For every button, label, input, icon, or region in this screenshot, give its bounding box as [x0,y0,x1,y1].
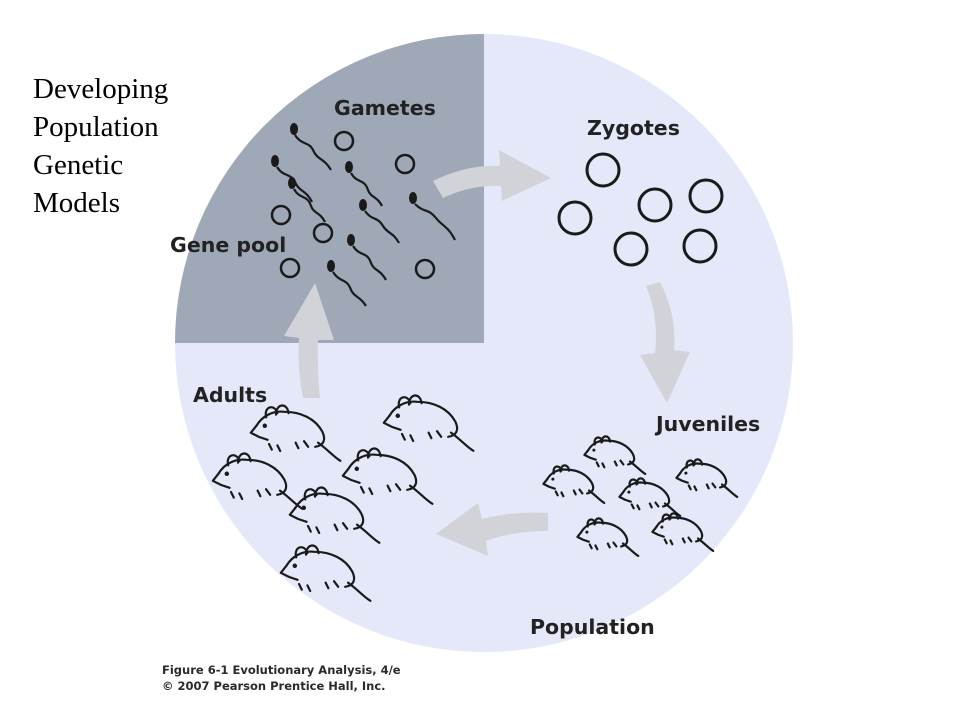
sperm [409,192,456,241]
label-population: Population [530,615,655,639]
sperm [271,155,313,203]
zygotes-group [557,152,724,267]
title-line: Models [33,187,120,219]
sperm [288,177,326,223]
egg [414,258,436,280]
zygote [688,178,724,214]
mouse [618,477,682,518]
zygote [613,231,649,267]
sperm [327,260,367,307]
title-line: Population [33,111,159,143]
zygote [585,152,621,188]
label-juveniles: Juveniles [654,412,760,436]
adults-group [211,394,475,602]
slide-title: Developing Population Genetic Models [33,70,203,222]
label-gene-pool: Gene pool [170,233,286,257]
label-zygotes: Zygotes [587,116,680,140]
mouse [279,544,372,602]
label-adults: Adults [193,383,267,407]
mouse [675,458,739,499]
juveniles-group [542,435,739,558]
caption-line: Figure 6-1 Evolutionary Analysis, 4/e [162,663,401,677]
mouse [288,486,381,544]
title-line: Genetic [33,149,124,181]
zygote [557,200,593,236]
arrow-adults-to-gene-pool [284,283,334,398]
mouse [542,464,606,505]
egg [394,153,416,175]
arrow-zygotes-to-juveniles [640,282,690,403]
sperm [359,199,400,244]
mouse [583,435,647,476]
mouse [651,512,715,553]
mouse [382,394,475,452]
mouse [341,447,434,505]
caption-line: © 2007 Pearson Prentice Hall, Inc. [162,679,386,693]
cycle-arrows [284,150,690,556]
egg [333,130,355,152]
label-gametes: Gametes [334,96,436,120]
arrow-juveniles-to-population [436,503,548,556]
gametes-group [270,123,456,307]
title-line: Developing [33,73,169,105]
sperm [347,234,387,281]
arrow-gametes-to-zygotes [433,150,551,201]
zygote [682,228,718,264]
zygote [637,187,673,223]
egg [312,222,334,244]
mouse [211,452,304,510]
sperm [345,161,383,207]
sperm [290,123,332,171]
mouse [249,404,342,462]
egg [279,257,301,279]
figure-caption: Figure 6-1 Evolutionary Analysis, 4/e © … [162,662,401,694]
egg [270,204,292,226]
mouse [576,517,640,558]
